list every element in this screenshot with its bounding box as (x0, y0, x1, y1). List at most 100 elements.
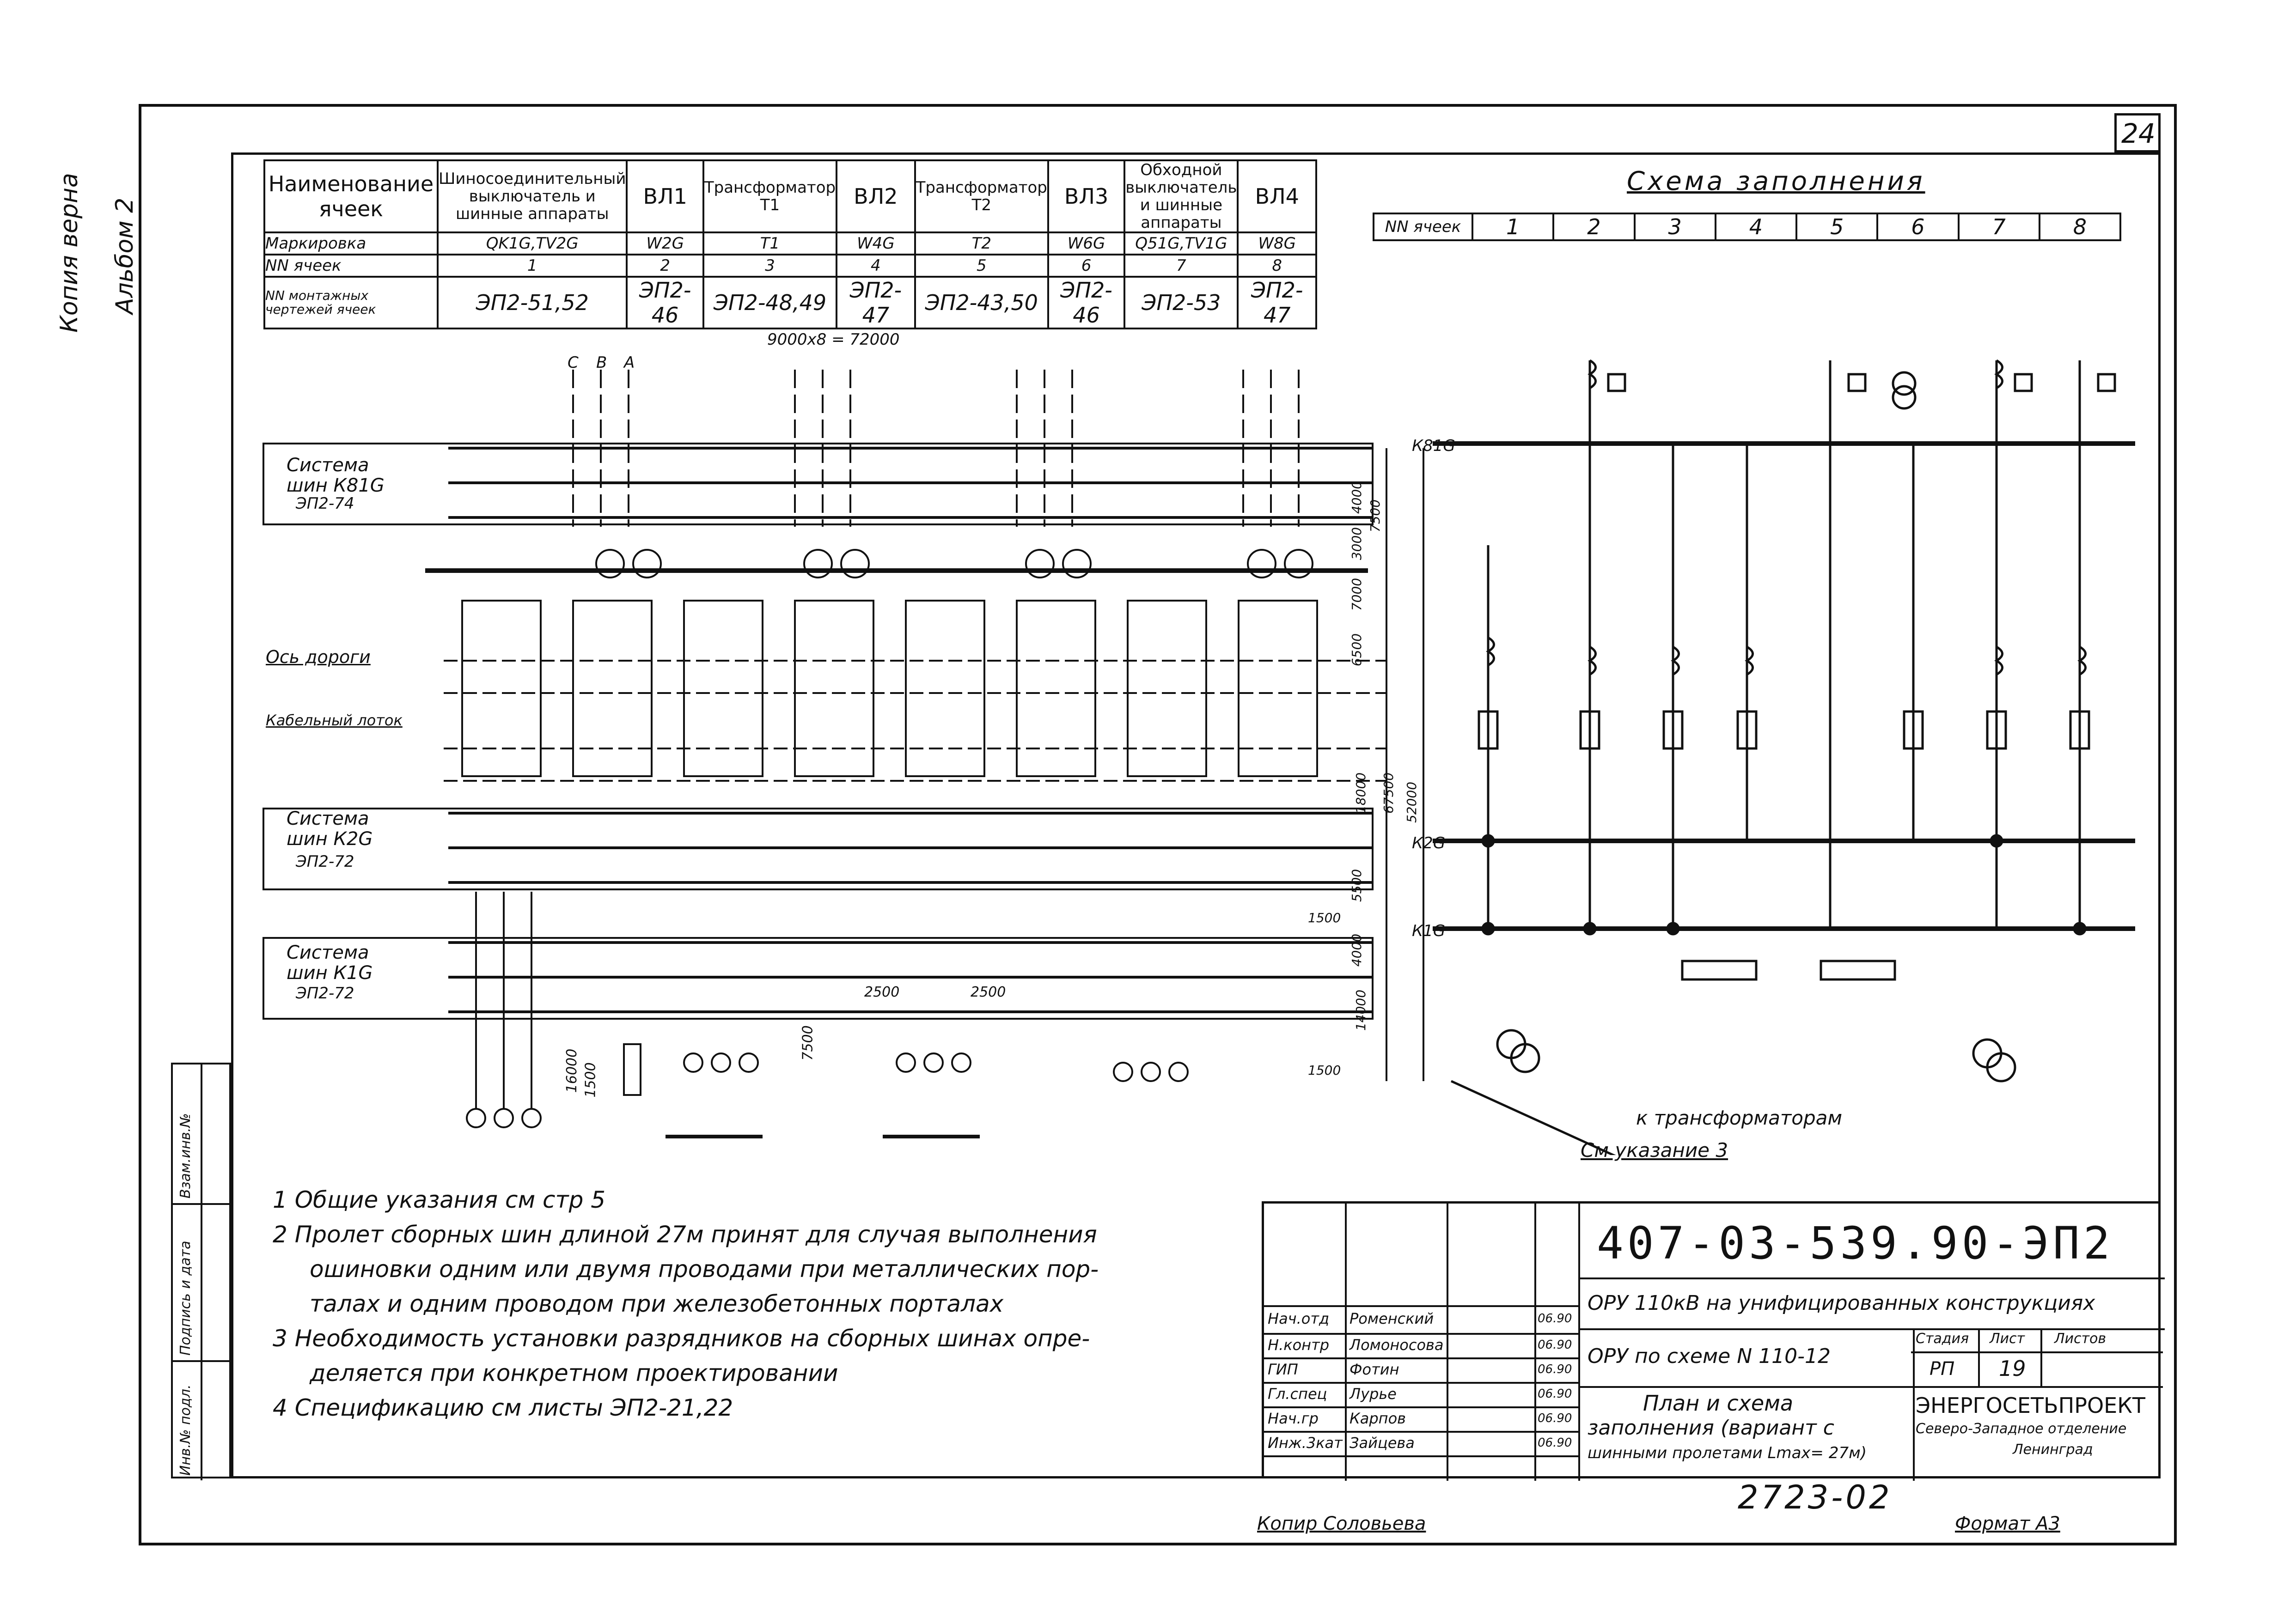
note-line: ошиновки одним или двумя проводами при м… (310, 1256, 1099, 1283)
cell-value: ЭП2-53 (1124, 276, 1239, 329)
signature-name: Фотин (1350, 1361, 1399, 1378)
cell-table-header: ВЛ3 (1047, 159, 1126, 233)
to-transformers-label: к трансформаторам (1636, 1107, 1843, 1129)
signature-name: Зайцева (1350, 1434, 1415, 1452)
single-line-scheme (1433, 359, 2135, 1155)
signature-role: Гл.спец (1268, 1385, 1327, 1403)
bus-label: К1G (1412, 922, 1446, 940)
note-line: 3 Необходимость установки разрядников на… (273, 1325, 1090, 1352)
cell-value: ЭП2-48,49 (702, 276, 838, 329)
cell-table-header: Трансформатор Т1 (702, 159, 838, 233)
busbar-ref: ЭП2-72 (296, 984, 354, 1003)
bus-label: К2G (1412, 834, 1446, 852)
fill-scheme-row: NN ячеек 1 2 3 4 5 6 7 8 (1373, 213, 2122, 241)
cell-value: W2G (626, 231, 704, 255)
cell-value: 6 (1047, 254, 1126, 278)
copy-note: Копия верна (55, 173, 83, 333)
cell-value: QK1G,TV2G (436, 231, 628, 255)
cell-table-header: Трансформатор Т2 (914, 159, 1049, 233)
switchyard-plan (263, 370, 1424, 1138)
signature-grid: Нач.отд Роменский 06.90 Н.контр Ломоносо… (1264, 1204, 1578, 1481)
album-note: Альбом 2 (111, 197, 139, 314)
dimension-label: 7500 (800, 1025, 816, 1061)
dimension-label: 4000 (1349, 481, 1365, 514)
note-line: деляется при конкретном проектировании (310, 1360, 838, 1387)
busbar-title: Система шин К2G (287, 808, 373, 850)
fill-scheme-title: Схема заполнения (1627, 166, 1925, 196)
phase-label-a: А (624, 353, 635, 372)
signature-role: Н.контр (1268, 1336, 1330, 1354)
cell-value: Q51G,TV1G (1124, 231, 1239, 255)
drawing-title-line: шинными пролетами Lmax= 27м) (1588, 1444, 1867, 1462)
row-label: Маркировка (263, 231, 439, 255)
cell-value: 4 (836, 254, 916, 278)
row-label: NN монтажных чертежей ячеек (263, 276, 439, 329)
drawing-title-line: План и схема (1643, 1391, 1794, 1416)
dimension-label: 7500 (1368, 499, 1383, 533)
note-line: талах и одним проводом при железобетонны… (310, 1290, 1004, 1317)
busbar-ref: ЭП2-72 (296, 852, 354, 871)
inner-frame (231, 152, 2161, 1478)
phase-label-b: В (596, 353, 607, 372)
signature-date: 06.90 (1538, 1362, 1572, 1376)
title-block: 407-03-539.90-ЭП2 ОРУ 110кВ на унифициро… (1262, 1201, 2165, 1481)
cell-value: W4G (836, 231, 916, 255)
cell-value: 8 (1237, 254, 1317, 278)
cable-channel-label: Кабельный лоток (266, 712, 403, 729)
signature-name: Лурье (1350, 1385, 1397, 1403)
page-number-box (2114, 113, 2161, 152)
fill-scheme-cell: 2 (1552, 213, 1636, 241)
note-line: 4 Спецификацию см листы ЭП2-21,22 (273, 1394, 733, 1421)
drawing-title-line: заполнения (вариант с (1588, 1416, 1834, 1440)
drawing-code: 407-03-539.90-ЭП2 (1597, 1217, 2114, 1269)
note-line: 2 Пролет сборных шин длиной 27м принят д… (273, 1221, 1097, 1248)
bus-label: К81G (1412, 437, 1455, 455)
cell-value: ЭП2-43,50 (914, 276, 1049, 329)
dimension-label: 4000 (1349, 933, 1365, 967)
dimension-label: 3000 (1349, 527, 1365, 560)
cell-table-header: ВЛ2 (836, 159, 916, 233)
signature-date: 06.90 (1538, 1436, 1572, 1450)
busbar-title: Система шин К81G (287, 455, 385, 496)
signature-role: ГИП (1268, 1361, 1298, 1378)
signature-role: Нач.гр (1268, 1410, 1319, 1427)
side-stamp-replace: Взам.инв.№ (177, 1113, 194, 1198)
dimension-label: 16000 (564, 1048, 580, 1093)
dimension-label: 14000 (1353, 989, 1369, 1031)
page-number: 24 (2121, 118, 2156, 149)
outer-frame (139, 104, 2177, 1545)
dimension-label: 1500 (1308, 1063, 1341, 1078)
cell-value: T2 (914, 231, 1049, 255)
dimension-label: 7000 (1349, 578, 1365, 611)
format-note: Формат А3 (1955, 1513, 2060, 1534)
table-row: NN монтажных чертежей ячеек ЭП2-51,52 ЭП… (263, 276, 1317, 329)
organization: ЭНЕРГОСЕТЬПРОЕКТ (1916, 1393, 2145, 1418)
dimension-label: 1500 (582, 1062, 599, 1098)
fill-scheme-cell: 8 (2038, 213, 2122, 241)
note-line: 1 Общие указания см стр 5 (273, 1186, 606, 1213)
copied-by: Копир Соловьева (1257, 1513, 1426, 1534)
table-row: NN ячеек 1 2 3 4 5 6 7 8 (263, 254, 1317, 278)
fill-scheme-cell: 5 (1795, 213, 1879, 241)
cell-value: 5 (914, 254, 1049, 278)
fill-scheme-cell: 4 (1714, 213, 1798, 241)
side-stamp: Инв.№ подл. Подпись и дата Взам.инв.№ (171, 1063, 233, 1480)
sheets-head: Листов (2054, 1331, 2107, 1347)
cell-value: ЭП2-46 (1047, 276, 1126, 329)
road-axis-label: Ось дороги (266, 647, 371, 667)
inventory-number: 2723-02 (1738, 1478, 1893, 1516)
busbar-title: Система шин К1G (287, 942, 373, 984)
dimension-label: 2500 (864, 984, 900, 1000)
fill-scheme-cell: 1 (1471, 213, 1555, 241)
side-stamp-sign: Подпись и дата (177, 1241, 194, 1356)
project-title: ОРУ 110кВ на унифицированных конструкция… (1588, 1291, 2095, 1315)
signature-date: 06.90 (1538, 1411, 1572, 1425)
dimension-label: 6500 (1349, 633, 1365, 667)
cell-value: W6G (1047, 231, 1126, 255)
notes-block: 1 Общие указания см стр 5 2 Пролет сборн… (273, 1183, 1266, 1425)
cell-table-header: ВЛ1 (626, 159, 704, 233)
sheet-value: 19 (1999, 1356, 2026, 1381)
cell-table-header: Наименование ячеек (263, 159, 439, 233)
cell-value: ЭП2-47 (1237, 276, 1317, 329)
signature-role: Инж.3кат (1268, 1434, 1343, 1452)
